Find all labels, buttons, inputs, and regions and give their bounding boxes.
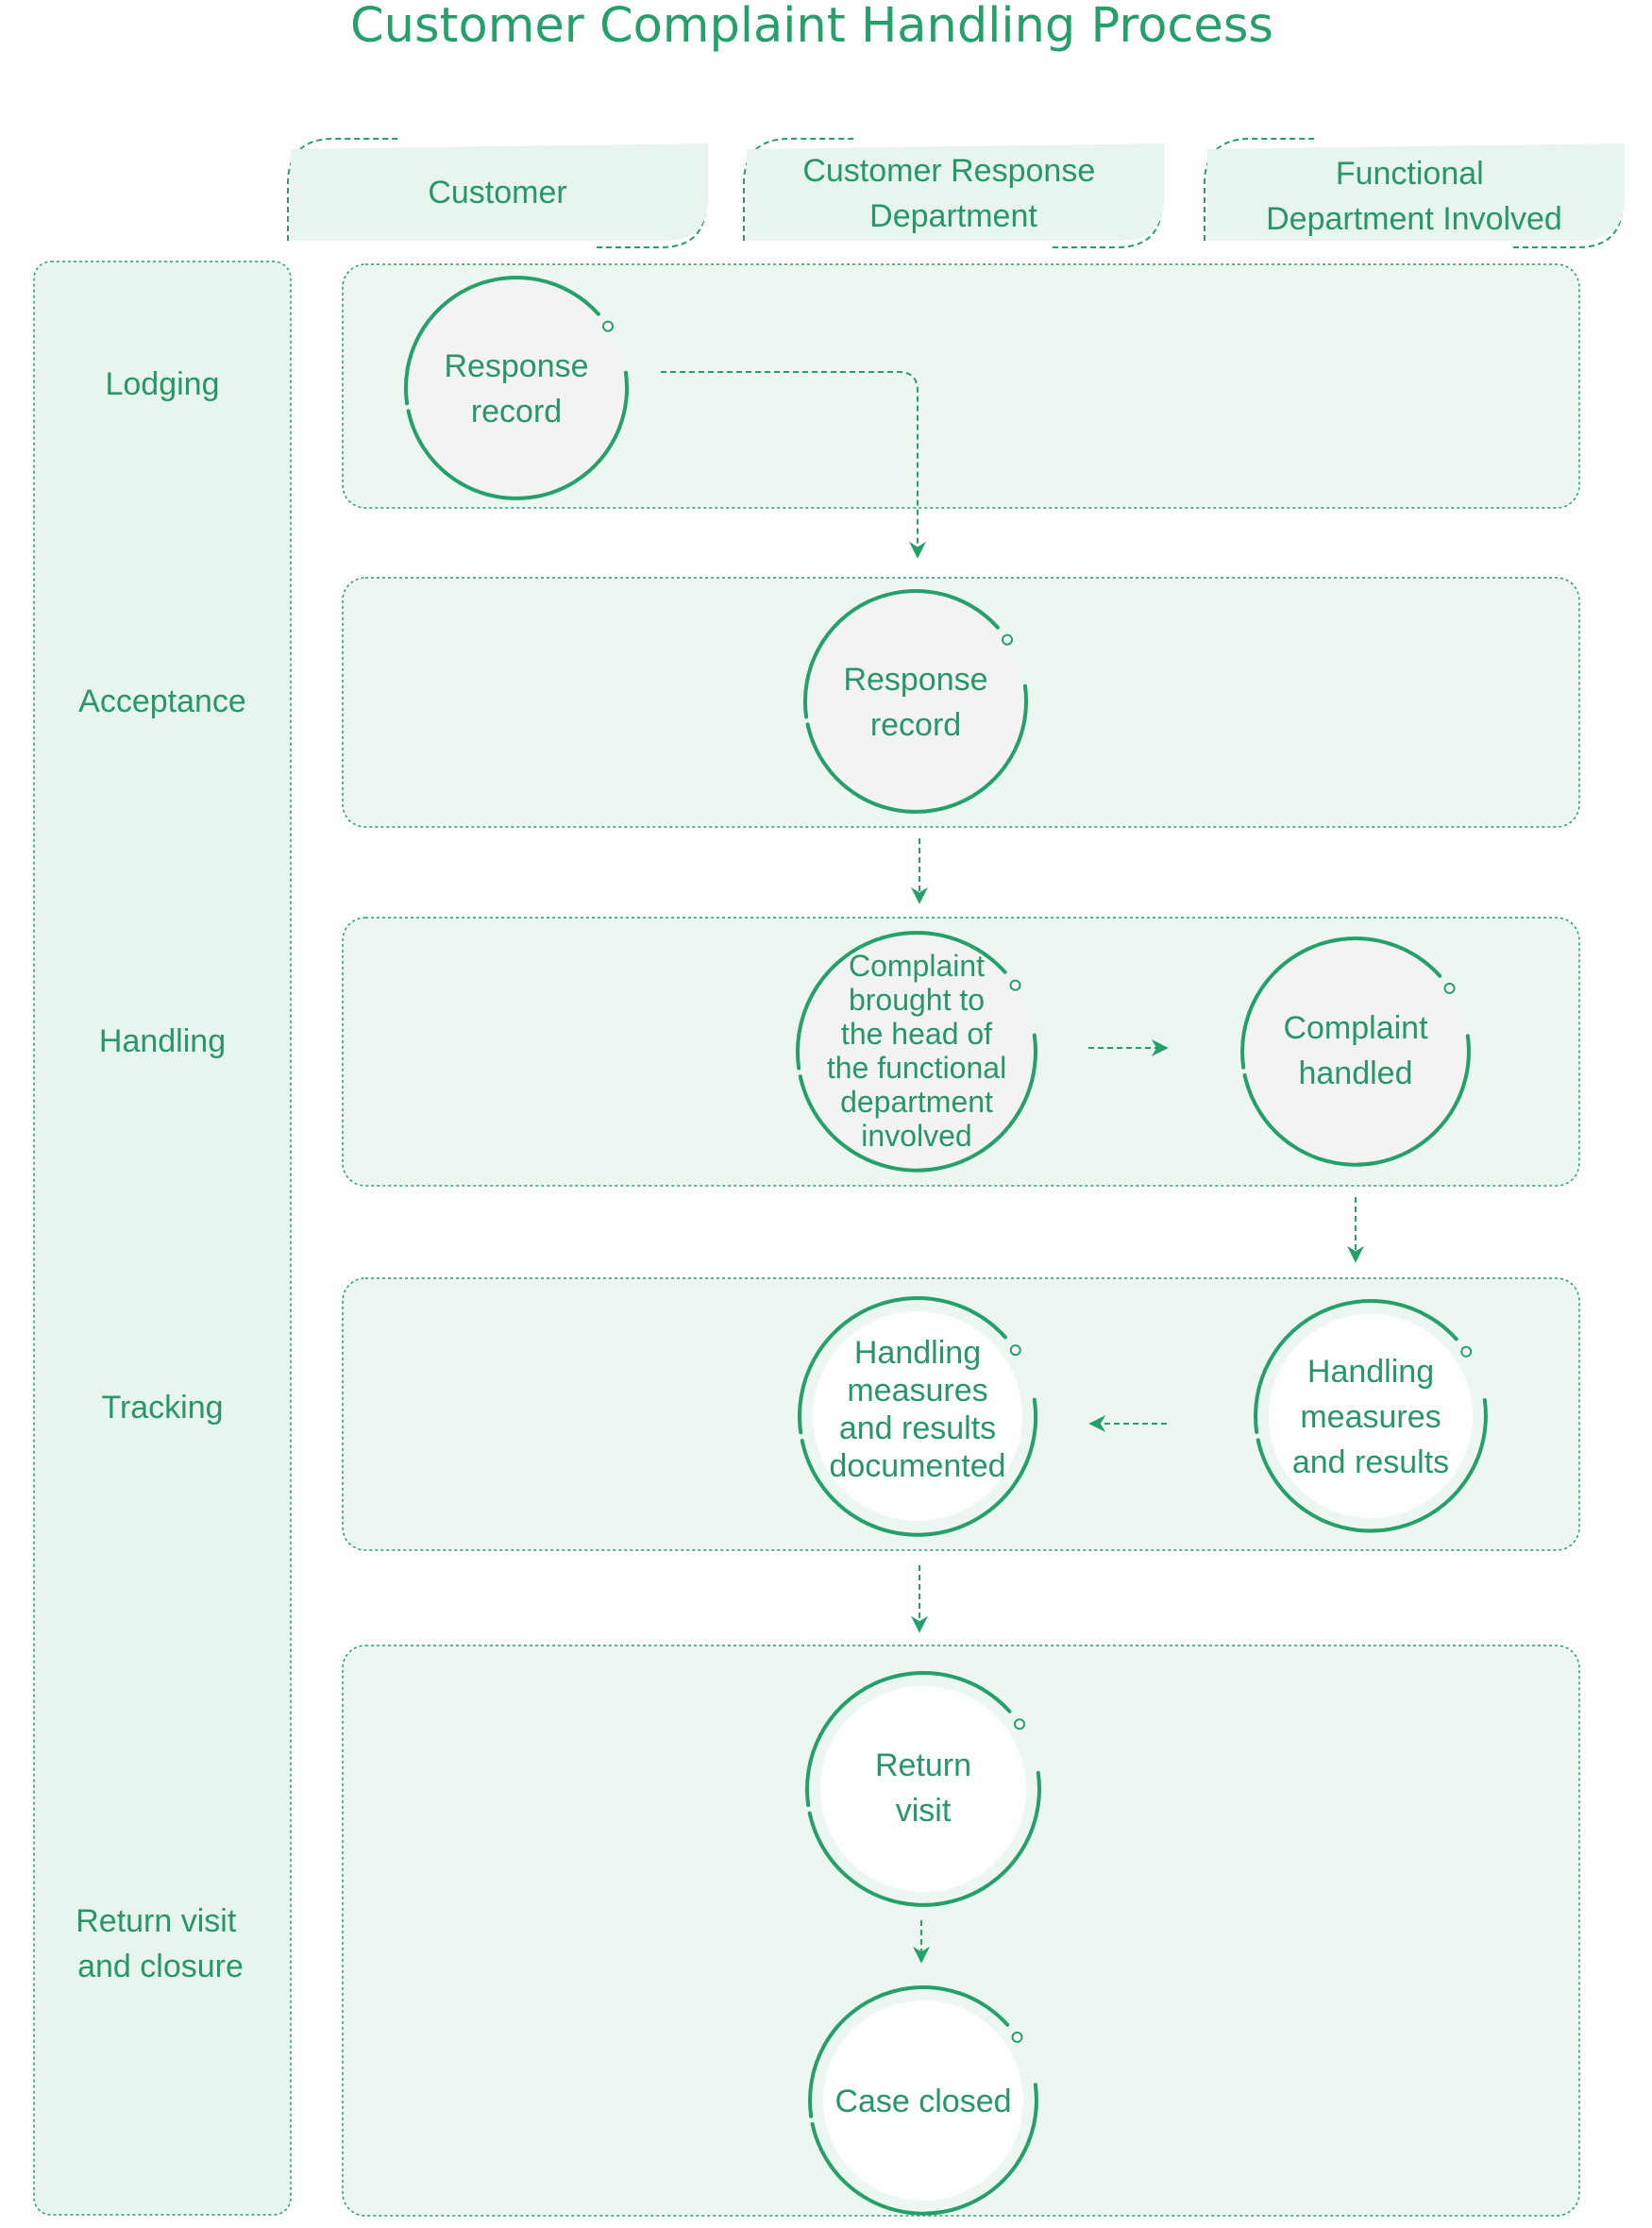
node-label: record <box>870 707 961 743</box>
node-label: documented <box>829 1448 1005 1484</box>
node-label: Complaint <box>849 949 985 983</box>
node-label: visit <box>896 1793 952 1829</box>
node-label: brought to <box>849 983 985 1017</box>
node-label: handled <box>1298 1055 1412 1091</box>
stage-label-handling: Handling <box>99 1023 226 1059</box>
node-label: department <box>840 1085 993 1119</box>
stage-label-acceptance: Acceptance <box>78 684 246 719</box>
column-header-label: Customer <box>428 175 566 211</box>
svg-text:Customer: Customer <box>428 175 566 211</box>
svg-text:Handling: Handling <box>99 1023 226 1059</box>
column-header-label: Functional <box>1336 156 1484 192</box>
node-label: and results <box>839 1410 996 1446</box>
node-label: the head of <box>841 1017 992 1051</box>
stage-column <box>33 261 292 2216</box>
node-label: involved <box>861 1119 971 1153</box>
node-label: Handling <box>854 1335 981 1371</box>
diagram-title: Customer Complaint Handling Process <box>350 0 1273 54</box>
svg-text:Acceptance: Acceptance <box>78 684 246 719</box>
node-label: measures <box>847 1373 987 1409</box>
svg-text:Tracking: Tracking <box>101 1390 223 1426</box>
edge-n1-n2 <box>661 371 926 559</box>
stage-label-return: Return visit <box>76 1903 237 1939</box>
node-label: Handling <box>1307 1354 1434 1390</box>
node-n4: Complaint handled <box>1240 937 1471 1167</box>
lane-return <box>342 1645 1580 2217</box>
node-label: Case closed <box>834 2084 1011 2119</box>
node-label: record <box>471 394 562 430</box>
node-n5: Handling measures and results <box>1254 1299 1488 1533</box>
column-header-functional: Functional Department Involved <box>1204 138 1625 248</box>
column-header-customer: Customer <box>287 138 708 248</box>
node-label: Return <box>875 1747 971 1783</box>
svg-text:Customer Response Depart: Customer Response Department <box>802 153 1104 234</box>
svg-text:Case closed: Case closed <box>834 2084 1011 2119</box>
node-label: Response <box>843 662 987 698</box>
svg-text:Return visit and closure: Return visit and closure <box>76 1903 245 1984</box>
lane-lodging <box>342 263 1580 509</box>
stage-label-lodging: Lodging <box>105 366 219 402</box>
svg-text:Lodging: Lodging <box>105 366 219 402</box>
column-header-response: Customer Response Department <box>743 138 1164 248</box>
node-label: the functional <box>827 1051 1006 1085</box>
node-n1: Response record <box>403 276 630 500</box>
stage-label-tracking: Tracking <box>101 1390 223 1426</box>
node-n8: Case closed <box>808 1985 1038 2216</box>
node-label: Response <box>444 348 588 384</box>
column-header-label: Department <box>869 198 1037 234</box>
node-label: and results <box>1292 1444 1449 1480</box>
node-n7: Return visit <box>805 1671 1041 1907</box>
svg-text:Functional Department In: Functional Department Involved <box>1266 156 1562 237</box>
column-header-label: Customer Response <box>802 153 1095 189</box>
stage-label-return: and closure <box>77 1949 244 1984</box>
column-header-label: Department Involved <box>1266 201 1562 237</box>
node-label: Complaint <box>1283 1010 1428 1046</box>
node-n2: Response record <box>802 589 1029 814</box>
node-label: measures <box>1300 1399 1441 1435</box>
